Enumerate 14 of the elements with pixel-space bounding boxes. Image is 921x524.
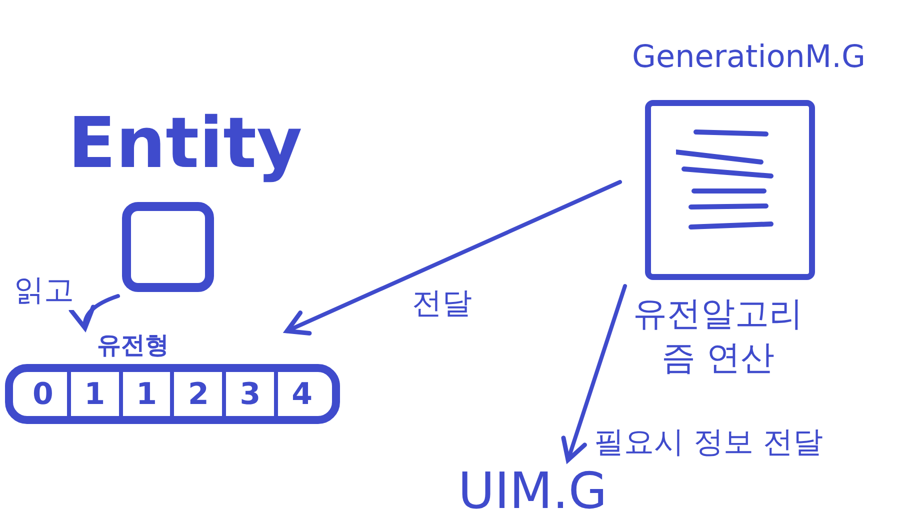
caption-text: 유전알고리즘 연산 bbox=[632, 293, 804, 380]
bit-cell: 2 bbox=[170, 372, 222, 416]
arrow bbox=[70, 294, 120, 330]
module-label: UIM.G bbox=[458, 462, 628, 520]
arrow bbox=[561, 284, 627, 462]
array-heading: 유전형 bbox=[97, 330, 169, 360]
bit-cell: 1 bbox=[66, 372, 119, 416]
arrow bbox=[284, 180, 622, 336]
bit-cell: 3 bbox=[222, 372, 274, 416]
document-heading: GenerationM.G bbox=[632, 38, 866, 77]
bit-cell: 0 bbox=[19, 372, 67, 416]
bit-cell: 1 bbox=[118, 372, 170, 416]
bit-cell: 4 bbox=[274, 372, 326, 416]
entity-heading: Entity bbox=[68, 101, 302, 186]
